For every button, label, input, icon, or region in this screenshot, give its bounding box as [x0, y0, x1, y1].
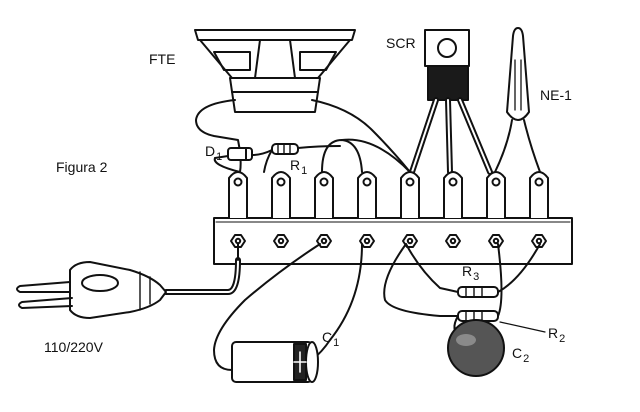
solder-lug	[314, 171, 334, 219]
solder-lug	[357, 171, 377, 219]
label-c2: C2	[512, 345, 529, 365]
label-r1: R1	[290, 157, 307, 177]
lug-hole	[233, 177, 243, 187]
r2-wire-right	[497, 243, 503, 317]
neon-lamp	[494, 27, 541, 173]
screw-head	[531, 234, 547, 248]
terminal-strip	[213, 217, 573, 265]
speaker-wire-right	[311, 99, 411, 173]
capacitor-c1	[231, 341, 319, 383]
lug-hole	[319, 177, 329, 187]
label-c1: C1	[322, 329, 339, 349]
solder-lug	[271, 171, 291, 219]
solder-lugs	[228, 171, 549, 219]
capacitor-c2	[447, 319, 505, 377]
screw-head	[230, 234, 246, 248]
screw-center	[406, 237, 414, 245]
label-r1-main: R	[290, 157, 301, 173]
label-r3-sub: 3	[473, 271, 480, 283]
label-r2-sub: 2	[559, 333, 566, 345]
label-scr: SCR	[386, 35, 416, 51]
screw-center	[363, 237, 371, 245]
lug-hole	[448, 177, 458, 187]
solder-lug	[529, 171, 549, 219]
lug-hole	[491, 177, 501, 187]
lug-hole	[534, 177, 544, 187]
scr	[409, 29, 493, 175]
screw-head	[273, 234, 289, 248]
jumper-wire-2	[341, 138, 411, 173]
speaker	[194, 29, 356, 113]
solder-lug	[443, 171, 463, 219]
label-mains-voltage: 110/220V	[44, 339, 103, 355]
screw-head	[445, 234, 461, 248]
resistor-r1	[263, 143, 341, 173]
screw-head	[488, 234, 504, 248]
label-diode-main: D	[205, 143, 216, 159]
jumper-wire-1	[321, 139, 363, 173]
lug-hole	[362, 177, 372, 187]
screw-center	[320, 237, 328, 245]
c1-wire-left	[213, 243, 321, 371]
label-diode: D1	[205, 143, 222, 163]
label-r3: R3	[462, 263, 479, 283]
r3-wire-left	[405, 243, 459, 293]
label-diode-sub: 1	[216, 151, 223, 163]
label-r3-main: R	[462, 263, 473, 279]
diode-d1	[213, 147, 273, 173]
figure-title: Figura 2	[56, 159, 108, 175]
screw-head	[359, 234, 375, 248]
label-c1-sub: 1	[333, 337, 340, 349]
r2-wire	[383, 243, 459, 317]
screw-center	[277, 237, 285, 245]
label-r1-sub: 1	[301, 165, 308, 177]
lug-hole	[276, 177, 286, 187]
label-neon-lamp: NE-1	[540, 87, 572, 103]
screw-center	[449, 237, 457, 245]
label-r2-main: R	[548, 325, 559, 341]
screw-center	[535, 237, 543, 245]
screw-center	[492, 237, 500, 245]
label-c2-main: C	[512, 345, 523, 361]
resistor-r3	[457, 286, 499, 298]
label-speaker: FTE	[149, 51, 176, 67]
label-c1-main: C	[322, 329, 333, 345]
mains-plug	[16, 261, 167, 319]
c1-wire-right	[311, 243, 363, 361]
label-r2: R2	[548, 325, 565, 345]
r2-leader	[499, 321, 546, 333]
mains-cord	[163, 243, 241, 295]
lug-hole	[405, 177, 415, 187]
label-c2-sub: 2	[523, 353, 530, 365]
solder-lug	[486, 171, 506, 219]
